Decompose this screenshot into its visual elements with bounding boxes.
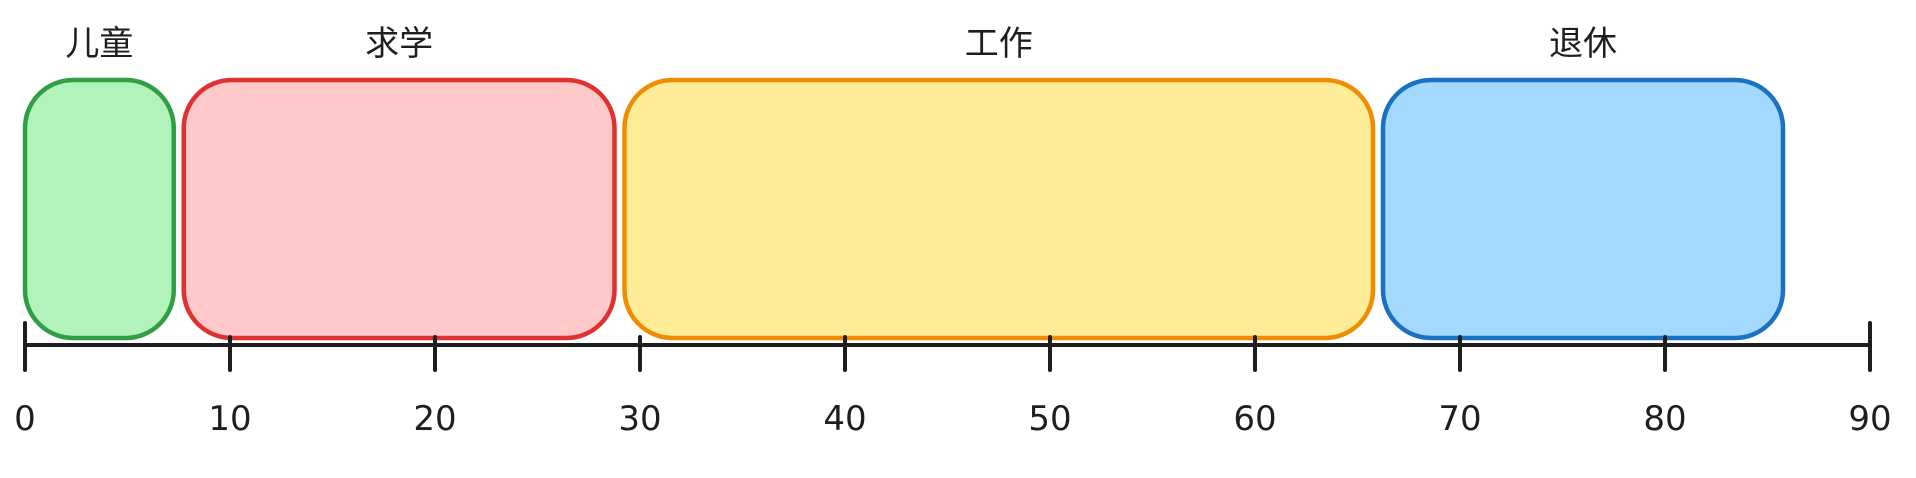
segment-label-3: 退休 — [1549, 24, 1617, 64]
segment-box-0 — [22, 77, 176, 341]
segment-box-1 — [181, 77, 617, 341]
tick-label-20: 20 — [413, 399, 456, 439]
life-stage-segments: 儿童 求学 工作 退休 — [22, 24, 1786, 341]
tick-label-40: 40 — [823, 399, 866, 439]
tick-label-80: 80 — [1643, 399, 1686, 439]
tick-label-50: 50 — [1028, 399, 1071, 439]
segment-label-0: 儿童 — [65, 24, 133, 64]
axis-tick-labels: 0 10 20 30 40 50 60 70 80 90 — [14, 399, 1891, 439]
segment-box-3 — [1380, 77, 1786, 341]
tick-label-70: 70 — [1438, 399, 1481, 439]
tick-label-10: 10 — [208, 399, 251, 439]
segment-box-2 — [622, 77, 1376, 341]
tick-label-60: 60 — [1233, 399, 1276, 439]
segment-label-1: 求学 — [365, 24, 433, 64]
tick-label-30: 30 — [618, 399, 661, 439]
tick-label-0: 0 — [14, 399, 36, 439]
segment-label-2: 工作 — [965, 24, 1033, 64]
tick-label-90: 90 — [1848, 399, 1891, 439]
age-axis — [23, 321, 1872, 372]
